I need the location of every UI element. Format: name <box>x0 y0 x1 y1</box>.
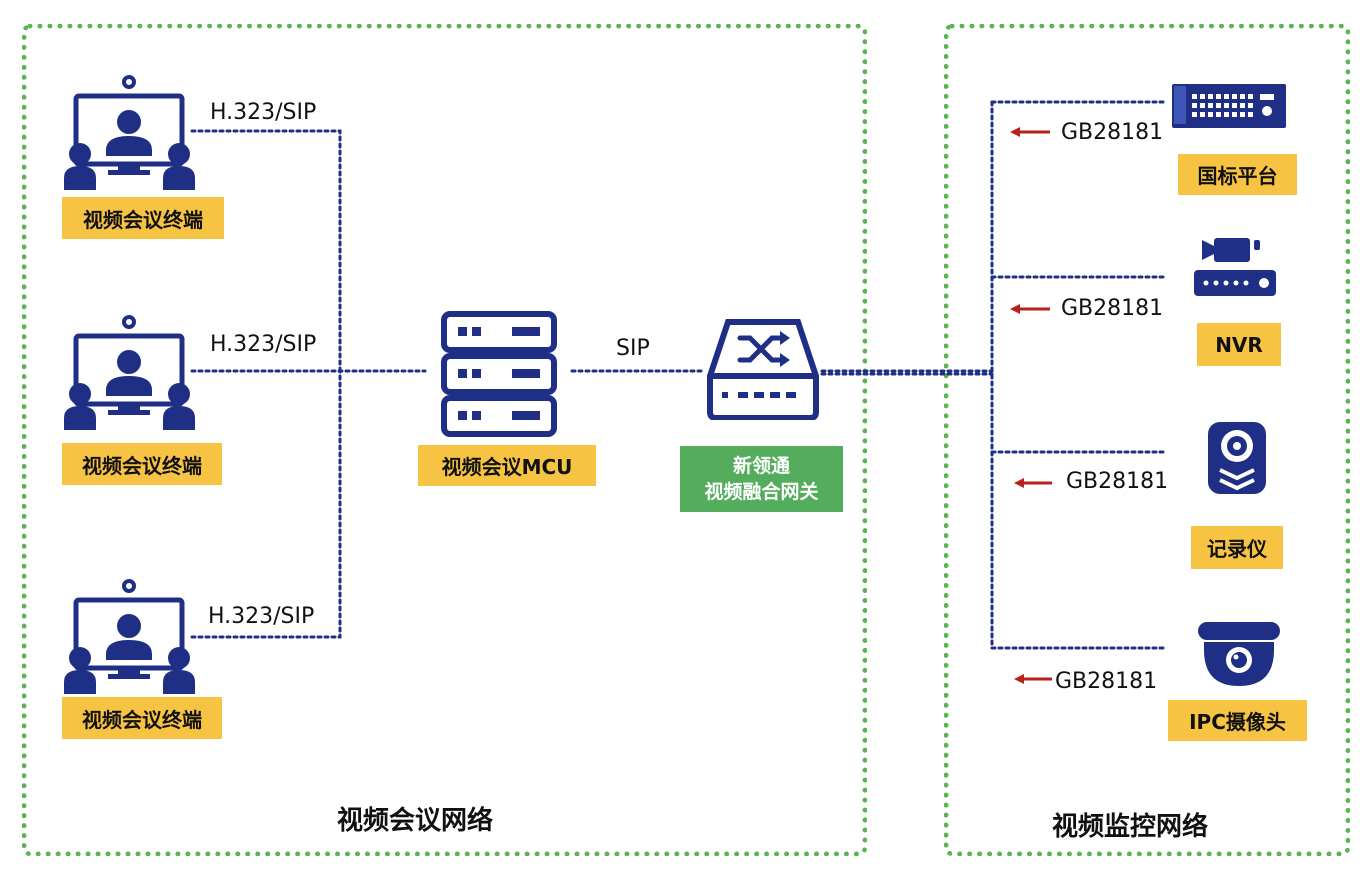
video-conference-terminal-icon <box>64 75 195 190</box>
terminal-3-protocol: H.323/SIP <box>208 604 315 629</box>
terminal-1-protocol: H.323/SIP <box>210 100 317 125</box>
platform-label: 国标平台 <box>1178 154 1297 195</box>
mcu-label: 视频会议MCU <box>418 445 596 486</box>
server-rack-icon <box>441 311 557 437</box>
nvr-protocol: GB28181 <box>1061 296 1164 321</box>
ipc-label: IPC摄像头 <box>1168 700 1307 741</box>
platform-keyboard-icon <box>1172 84 1286 128</box>
terminal-3-label: 视频会议终端 <box>62 697 222 739</box>
recorder-protocol: GB28181 <box>1066 469 1169 494</box>
dome-camera-icon <box>1198 622 1280 686</box>
terminal-1-label: 视频会议终端 <box>62 197 224 239</box>
recorder-label: 记录仪 <box>1191 526 1283 569</box>
platform-protocol: GB28181 <box>1061 120 1164 145</box>
mcu-gateway-protocol: SIP <box>616 336 650 361</box>
network-switch-icon <box>707 319 819 420</box>
link-terminal-3 <box>190 369 342 639</box>
video-surveillance-network-title: 视频监控网络 <box>1052 812 1209 842</box>
nvr-label: NVR <box>1197 323 1281 366</box>
terminal-2-label: 视频会议终端 <box>62 443 222 485</box>
video-conference-network-zone <box>22 24 867 856</box>
gateway-label: 新领通 视频融合网关 <box>680 446 843 512</box>
gateway-label-line2: 视频融合网关 <box>704 481 819 503</box>
video-surveillance-network-zone <box>944 24 1350 856</box>
ipc-protocol: GB28181 <box>1055 669 1158 694</box>
terminal-2-protocol: H.323/SIP <box>210 332 317 357</box>
video-conference-terminal-icon <box>64 579 195 694</box>
video-conference-terminal-icon <box>64 315 195 430</box>
video-conference-network-title: 视频会议网络 <box>337 806 494 836</box>
link-terminal-1 <box>190 129 342 373</box>
body-recorder-icon <box>1208 422 1266 494</box>
gateway-label-line1: 新领通 <box>732 455 790 477</box>
nvr-camera-icon <box>1194 238 1276 296</box>
